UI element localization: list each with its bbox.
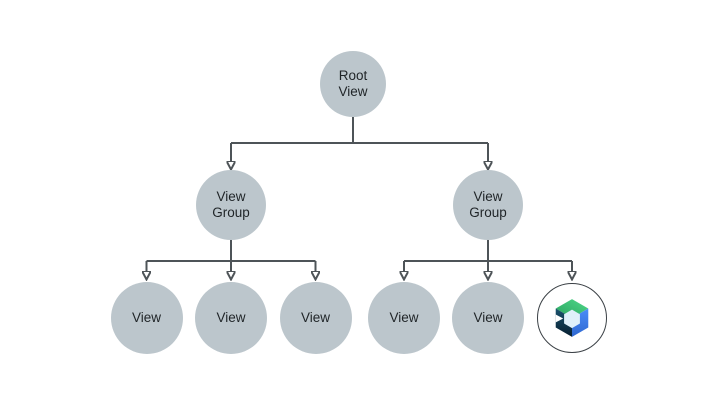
node-view-group-right: View Group	[453, 170, 523, 240]
node-view-right-2: View	[452, 282, 524, 354]
node-label: View Group	[469, 189, 507, 220]
node-view-left-2: View	[195, 282, 267, 354]
node-compose	[537, 283, 607, 353]
node-label: View Group	[212, 189, 250, 220]
node-label: View	[300, 310, 331, 326]
node-view-group-left: View Group	[196, 170, 266, 240]
jetpack-compose-logo-icon	[555, 299, 589, 337]
node-label: View	[216, 310, 246, 326]
node-view-right-1: View	[368, 282, 440, 354]
node-label: View	[131, 310, 162, 326]
node-label: View	[473, 310, 503, 326]
node-view-left-1: View	[110, 282, 183, 354]
node-label: View	[389, 310, 419, 326]
node-view-left-3: View	[279, 282, 352, 354]
node-label: Root View	[338, 68, 368, 99]
node-root-view: Root View	[320, 51, 386, 117]
